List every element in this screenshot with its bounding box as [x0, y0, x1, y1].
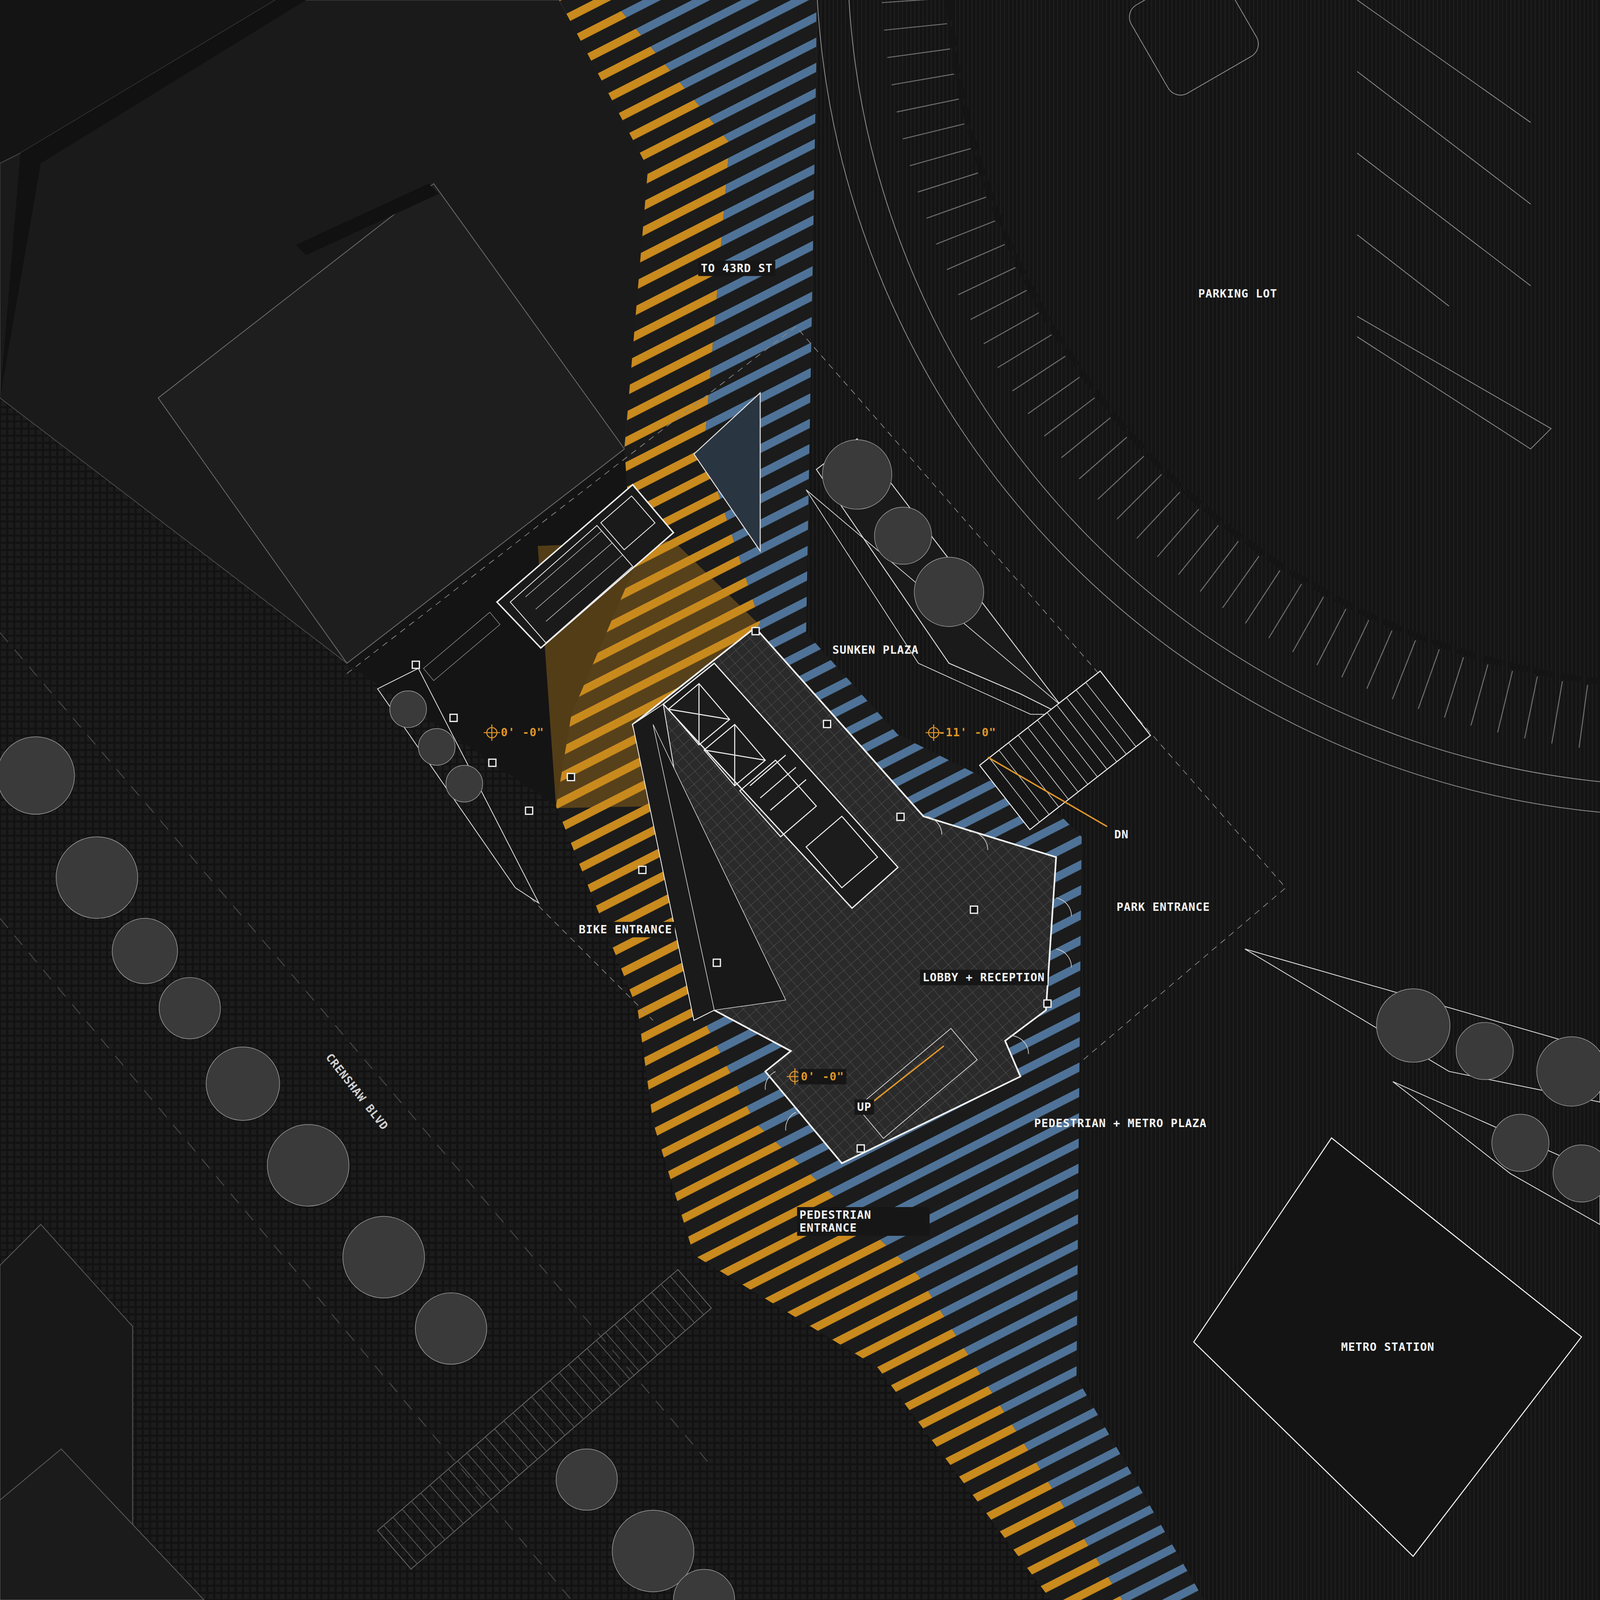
stair-direction: UP: [854, 1099, 875, 1115]
metro-station: METRO STATION: [1193, 1137, 1582, 1557]
node-label: METRO STATION: [1340, 1340, 1435, 1354]
level-mark: 0' -0": [500, 726, 545, 740]
entrance-label: PEDESTRIAN ENTRANCE: [797, 1207, 930, 1236]
room-label: LOBBY + RECEPTION: [920, 970, 1048, 986]
stair-direction: DN: [1114, 828, 1129, 842]
level-mark: -11' -0": [938, 726, 997, 740]
area-label: SUNKEN PLAZA: [832, 643, 919, 657]
area-label: PEDESTRIAN + METRO PLAZA: [1034, 1117, 1207, 1130]
level-mark: 0' -0": [798, 1068, 847, 1085]
area-label: PARKING LOT: [1198, 287, 1278, 301]
station-outline: [1193, 1137, 1582, 1557]
entrance-label: PARK ENTRANCE: [1116, 900, 1210, 914]
path-label: TO 43RD ST: [698, 260, 776, 277]
entrance-label: BIKE ENTRANCE: [576, 921, 675, 938]
